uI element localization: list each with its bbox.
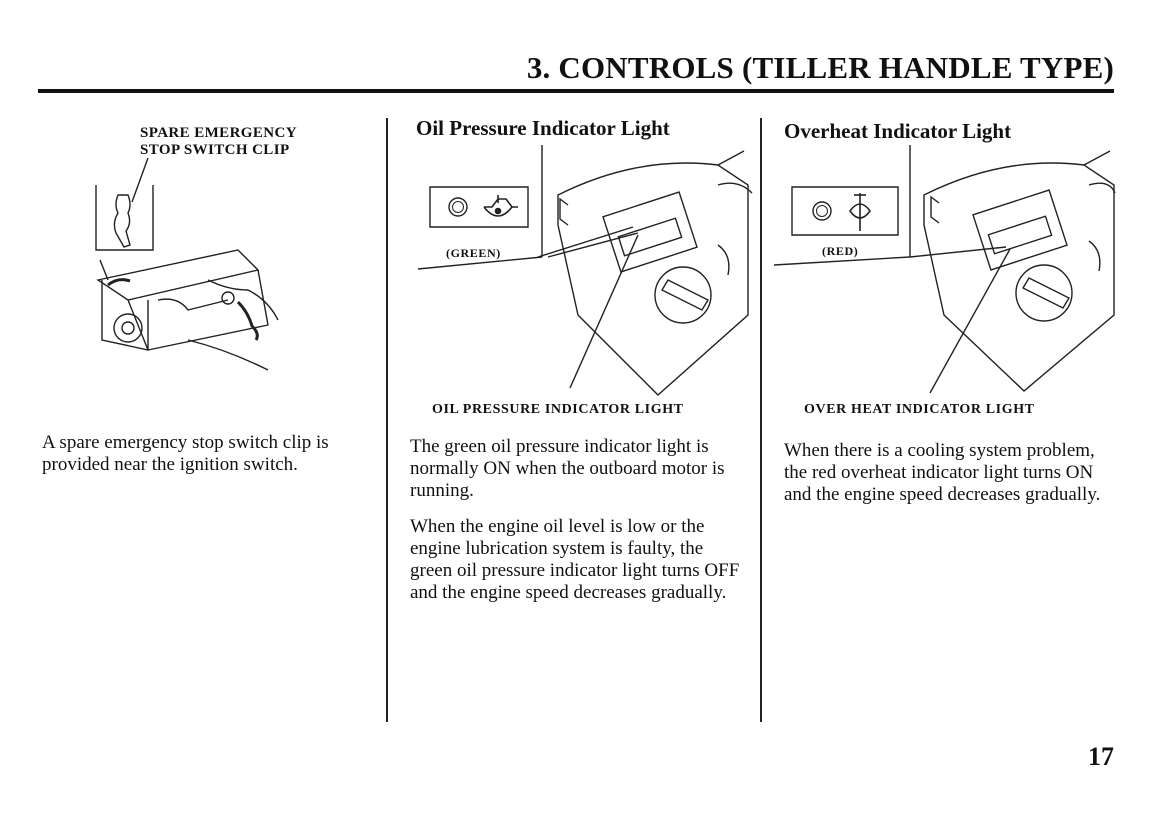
overheat-paragraph-1: When there is a cooling system problem, … — [784, 440, 1101, 505]
column-divider-left — [386, 118, 388, 722]
oil-pressure-body: The green oil pressure indicator light i… — [410, 436, 740, 618]
spare-clip-callout: SPARE EMERGENCY STOP SWITCH CLIP — [140, 125, 297, 159]
overheat-illustration — [774, 145, 1119, 395]
oil-pressure-heading: Oil Pressure Indicator Light — [416, 116, 670, 140]
spare-clip-illustration — [88, 150, 288, 380]
column-divider-right — [760, 118, 762, 722]
spare-clip-description: A spare emergency stop switch clip is pr… — [42, 432, 329, 475]
red-lamp-label: (RED) — [822, 244, 859, 258]
spare-clip-callout-line1: SPARE EMERGENCY — [140, 125, 297, 141]
header-rule — [38, 89, 1114, 93]
section-title: 3. CONTROLS (TILLER HANDLE TYPE) — [526, 50, 1114, 85]
page-number: 17 — [1088, 742, 1114, 771]
overheat-heading: Overheat Indicator Light — [784, 119, 1012, 143]
green-lamp-label: (GREEN) — [446, 246, 501, 260]
overheat-caption: OVER HEAT INDICATOR LIGHT — [804, 402, 1035, 417]
thermometer-icon — [850, 193, 870, 231]
overheat-body: When there is a cooling system problem, … — [784, 440, 1114, 520]
oil-pressure-paragraph-1: The green oil pressure indicator light i… — [410, 436, 725, 501]
oil-can-icon — [484, 195, 518, 216]
oil-pressure-caption: OIL PRESSURE INDICATOR LIGHT — [432, 402, 684, 417]
oil-pressure-paragraph-2: When the engine oil level is low or the … — [410, 516, 740, 603]
spare-clip-callout-line2: STOP SWITCH CLIP — [140, 142, 290, 158]
oil-pressure-illustration — [418, 145, 760, 400]
